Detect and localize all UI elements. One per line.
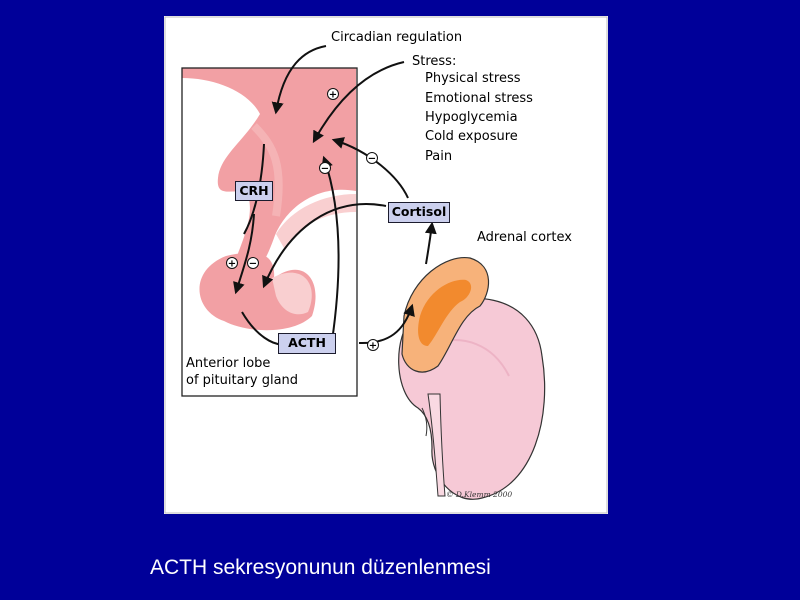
adrenal-gland — [401, 256, 490, 373]
svg-text:+: + — [228, 259, 236, 270]
minus-sign-acth-feedback: − — [319, 162, 331, 175]
circadian-label: Circadian regulation — [331, 30, 463, 45]
arrow-adrenal-to-cortisol — [424, 221, 437, 265]
minus-sign-cortisol-hypothalamus: − — [366, 152, 378, 165]
pituitary-gland — [199, 252, 316, 331]
stress-item: Pain — [425, 149, 453, 164]
svg-text:−: − — [321, 164, 329, 175]
arrow-circadian — [271, 45, 327, 115]
arrow-cortisol-feedback-pituitary — [262, 203, 387, 289]
hypothalamus-pituitary-frame — [181, 67, 358, 397]
arrow-acth-feedback — [321, 155, 340, 342]
svg-text:+: + — [329, 90, 337, 101]
diagram-art: + − − + − + — [164, 16, 608, 514]
arrow-cortisol-feedback-hypothalamus — [331, 137, 409, 199]
stress-title: Stress: — [412, 54, 457, 69]
svg-text:−: − — [368, 154, 376, 165]
pituitary-label-line2: of pituitary gland — [186, 373, 299, 388]
svg-text:−: − — [249, 259, 257, 270]
pituitary-label-line1: Anterior lobe — [186, 356, 271, 371]
arrow-stress — [312, 61, 405, 144]
stress-item: Physical stress — [425, 71, 521, 86]
figure-frame — [164, 16, 608, 514]
slide-caption: ACTH sekresyonunun düzenlenmesi — [150, 556, 491, 579]
ureter — [427, 393, 446, 497]
acth-regulation-diagram: + − − + − + Circadian re — [164, 16, 608, 514]
plus-sign-acth: + — [367, 339, 379, 352]
stress-item: Hypoglycemia — [425, 110, 518, 125]
stress-item: Emotional stress — [425, 91, 533, 106]
crh-box: CRH — [235, 181, 273, 201]
adrenal-cortex-label: Adrenal cortex — [477, 230, 572, 245]
credit-text: © D.Klemm 2000 — [446, 490, 513, 499]
stress-item: Cold exposure — [425, 129, 518, 144]
plus-sign-stress: + — [327, 88, 339, 101]
arrow-crh-to-pituitary — [233, 213, 255, 295]
svg-text:+: + — [369, 341, 377, 352]
pathway-arrows — [233, 45, 437, 346]
cortisol-box: Cortisol — [388, 202, 450, 223]
plus-sign-crh: + — [226, 257, 238, 270]
minus-sign-cortisol-pituitary: − — [247, 257, 259, 270]
arrow-acth-to-adrenal — [358, 303, 415, 345]
acth-box: ACTH — [278, 333, 336, 354]
